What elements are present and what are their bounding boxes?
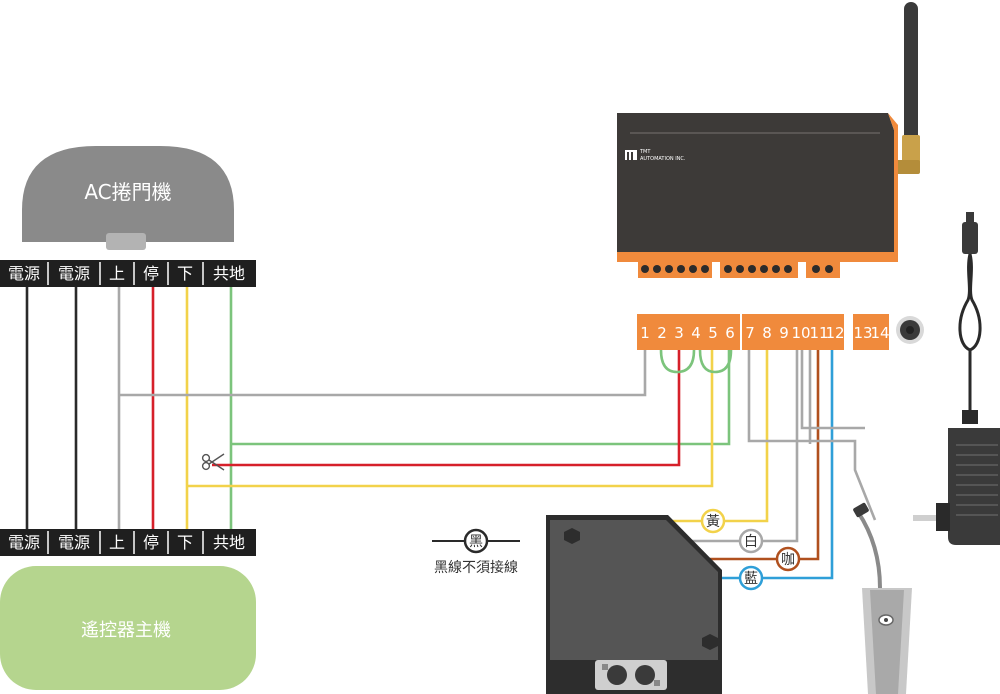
legend-text: 黑線不須接線 [434,559,518,576]
device-screw-terminals [641,265,833,273]
top-terminal-ground: 共地 [213,264,245,283]
bottom-terminal-row: 電源 電源 上 停 下 共地 [0,529,256,556]
up-to-terminal-1 [119,350,647,397]
terminal-7: 7 [745,324,755,342]
top-terminal-power-1: 電源 [8,264,40,283]
jumper-4-6 [698,349,733,374]
terminal-5: 5 [708,324,718,342]
terminal-3: 3 [674,324,684,342]
sensor-lens-right [635,665,655,685]
reed-switch-wire-a [747,350,877,521]
terminal-13: 13 [853,324,872,342]
terminal-4: 4 [691,324,701,342]
top-terminal-stop: 停 [143,264,159,283]
stop-to-terminal-3 [212,350,681,467]
sensor-lens-left [607,665,627,685]
bottom-terminal-power-2: 電源 [58,533,90,552]
dc-jack-icon [896,316,924,344]
terminal-10: 10 [791,324,810,342]
badge-blue [738,565,764,591]
brand-line-2: AUTOMATION INC. [640,156,686,162]
controller-device: TMT AUTOMATION INC. [617,2,920,278]
reed-switch-sensor [853,502,912,694]
terminal-1: 1 [640,324,650,342]
top-terminal-row: 電源 電源 上 停 下 共地 [0,260,256,287]
top-terminal-power-2: 電源 [58,264,90,283]
legend-black-badge [463,528,489,554]
wire-badges: 黃 白 咖 藍 [700,508,801,591]
legend-badge-label: 黑 [469,534,483,550]
top-terminal-down: 下 [177,264,193,283]
badge-yellow-label: 黃 [706,514,720,530]
terminal-8: 8 [762,324,772,342]
bottom-terminal-stop: 停 [143,533,159,552]
ground-to-terminal-6 [231,350,731,446]
badge-brown [775,546,801,572]
controller-terminal-labels: 1 2 3 4 5 6 7 8 9 10 11 12 13 14 [637,314,890,350]
badge-brown-label: 咖 [781,552,795,568]
badge-yellow [700,508,726,534]
sensor-brown-wire [690,350,820,561]
bottom-terminal-up: 上 [109,533,125,552]
badge-blue-label: 藍 [744,571,758,587]
top-terminal-up: 上 [109,264,125,283]
terminal-12: 12 [825,324,844,342]
ac-door-opener: AC捲門機 [22,146,234,250]
power-adapter [913,212,1000,545]
sensor-yellow-wire [626,350,769,523]
badge-white [738,528,764,554]
badge-white-label: 白 [744,534,758,550]
brand-line-1: TMT [639,149,651,155]
terminal-9: 9 [779,324,789,342]
scissors-icon [201,453,225,471]
bottom-terminal-power-1: 電源 [8,533,40,552]
bottom-terminal-ground: 共地 [213,533,245,552]
terminal-6: 6 [725,324,735,342]
remote-receiver-unit: 遙控器主機 [0,566,256,690]
legend: 黑 黑線不須接線 [432,528,520,576]
terminal-14: 14 [870,324,889,342]
terminal-2: 2 [657,324,667,342]
terminal-11: 11 [809,324,828,342]
down-to-terminal-5 [187,350,714,488]
photo-sensor-device [546,515,722,694]
ac-unit-label: AC捲門機 [84,180,171,204]
jumper-2-4 [659,349,696,374]
bottom-terminal-down: 下 [177,533,193,552]
sensor-white-wire [660,350,799,543]
sensor-blue-wire [705,350,834,580]
remote-unit-label: 遙控器主機 [81,620,171,641]
reed-switch-wire-c [800,350,865,430]
antenna [904,2,918,142]
